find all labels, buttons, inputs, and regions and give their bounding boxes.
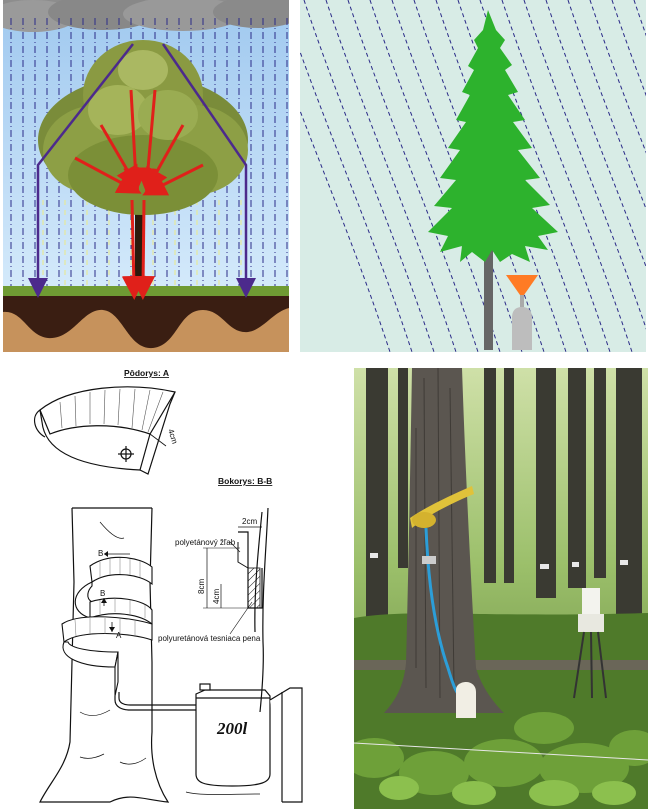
drain-pipe xyxy=(114,696,196,711)
side-dim-2cm: 2cm xyxy=(242,517,257,526)
slanted-rain-line xyxy=(567,0,646,211)
section-markers: B B A xyxy=(98,549,130,640)
slanted-rain-line xyxy=(457,0,589,352)
marker-a: A xyxy=(116,631,122,640)
label-gutter: polyetánový žľab xyxy=(175,538,236,547)
technical-drawing-svg: Pôdorys: A 4cm xyxy=(0,362,345,809)
marker-b-mid: B xyxy=(100,589,105,598)
spiral-collar xyxy=(61,556,153,697)
side-dim-4cm: 4cm xyxy=(212,589,221,604)
forest-photo-svg xyxy=(354,368,648,809)
slanted-rain-line xyxy=(611,0,646,97)
plan-title: Pôdorys: A xyxy=(124,368,169,378)
side-view: Bokorys: B-B 2cm 8cm 4cm polyetánový žľa… xyxy=(158,476,272,713)
slanted-rain-line xyxy=(435,0,567,352)
slanted-rain-line xyxy=(413,0,545,352)
side-dim-8cm: 8cm xyxy=(197,579,206,594)
funnel-neck xyxy=(520,295,524,307)
rain-interception-svg xyxy=(3,0,289,352)
label-foam: polyuretánová tesniaca pena xyxy=(158,634,261,643)
ground xyxy=(3,286,289,352)
tree-stem-drawing xyxy=(39,507,170,803)
slanted-rain-line xyxy=(523,0,646,330)
barrel-200l xyxy=(195,683,303,803)
tree-trunk xyxy=(135,195,143,291)
slanted-rain-line xyxy=(347,0,479,352)
spruce-collector-svg xyxy=(300,0,646,352)
rain-interception-diagram xyxy=(3,0,289,352)
forest-photo xyxy=(354,368,648,809)
collection-bottle xyxy=(512,307,532,350)
stemflow-lines xyxy=(42,200,242,288)
collar-hatching xyxy=(74,558,146,637)
slanted-rain-line xyxy=(303,0,435,352)
collar-technical-drawing: Pôdorys: A 4cm xyxy=(0,362,345,809)
background-trees xyxy=(366,368,642,628)
foreground-leaves xyxy=(379,776,636,806)
rain-cloud xyxy=(3,0,289,32)
marker-b-top: B xyxy=(98,549,103,558)
spruce-canopy xyxy=(428,10,558,262)
slanted-rain-line xyxy=(369,0,501,352)
collection-canister xyxy=(456,682,476,718)
slanted-rain-line xyxy=(501,0,633,352)
slanted-rain-lines xyxy=(300,0,646,352)
side-title: Bokorys: B-B xyxy=(218,476,272,486)
barrel-label: 200l xyxy=(216,719,248,738)
funnel xyxy=(506,275,538,295)
spruce-collector-diagram xyxy=(300,0,646,352)
rain-gauge xyxy=(573,588,607,699)
slanted-rain-line xyxy=(589,0,646,154)
boundary-string xyxy=(354,742,648,761)
slanted-rain-line xyxy=(300,50,413,352)
main-spruce-trunk xyxy=(384,368,504,713)
spruce-trunk xyxy=(484,240,493,350)
slanted-rain-line xyxy=(325,0,457,352)
plan-view: Pôdorys: A 4cm xyxy=(33,368,179,475)
foreground-vegetation xyxy=(354,712,648,795)
fallen-log xyxy=(354,660,648,670)
hose-clip xyxy=(422,556,436,564)
stemflow-arrows xyxy=(74,89,204,300)
throughfall-arrows xyxy=(28,43,256,298)
slanted-rain-line xyxy=(300,109,391,352)
tree-markers xyxy=(370,553,628,569)
slanted-rain-line xyxy=(391,0,523,352)
slanted-rain-line xyxy=(545,0,646,269)
